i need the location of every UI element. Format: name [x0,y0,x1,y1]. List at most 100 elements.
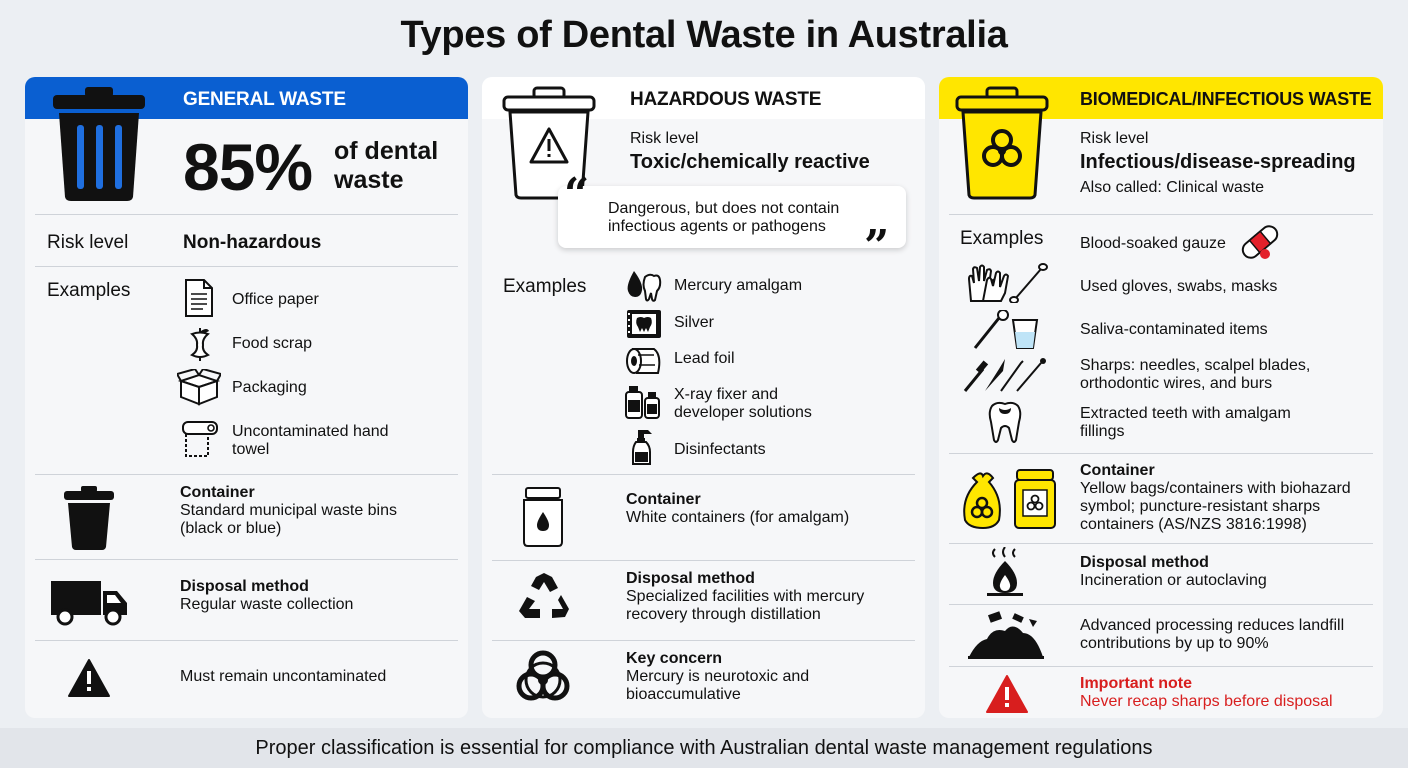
hazardous-example-4-line-1: X-ray fixer and [674,386,779,403]
trash-bin-icon [49,85,149,203]
important-note-value: Never recap sharps before disposal [1080,693,1333,710]
general-container: Container Standard municipal waste bins … [180,484,397,538]
hazardous-example-3: Lead foil [674,350,735,367]
xray-film-icon [626,309,662,339]
biohazard-icon [512,647,574,709]
general-percent: 85% [183,130,313,204]
gloves-swab-icon [965,263,1049,303]
general-container-label: Container [180,484,255,501]
biomedical-example-4-line-2: orthodontic wires, and burs [1080,375,1273,392]
truck-icon [49,577,129,627]
hazardous-disposal-line-2: recovery through distillation [626,606,821,623]
general-example-3: Packaging [232,379,307,396]
general-disposal: Disposal method Regular waste collection [180,578,353,614]
hazardous-risk-label: Risk level [630,130,699,147]
quote-line-2: infectious agents or pathogens [608,218,826,235]
biomedical-waste-panel: BIOMEDICAL/INFECTIOUS WASTE Risk level I… [939,77,1383,718]
fire-incineration-icon [985,547,1025,597]
general-waste-panel: GENERAL WASTE 85% of dental waste Risk l… [25,77,468,718]
hazardous-concern: Key concern Mercury is neurotoxic and bi… [626,650,809,704]
hazardous-waste-heading: HAZARDOUS WASTE [630,89,822,110]
page-title: Types of Dental Waste in Australia [400,14,1008,56]
landfill-line-2: contributions by up to 90% [1080,635,1269,652]
general-disposal-value: Regular waste collection [180,596,354,613]
biomedical-risk-label: Risk level [1080,130,1149,147]
close-quote-icon: ” [864,221,890,272]
box-icon [177,369,221,407]
hazardous-container-label: Container [626,491,701,508]
biomedical-container-label: Container [1080,462,1155,479]
warning-bin-icon [500,85,598,201]
general-container-line-2: (black or blue) [180,520,282,537]
apple-core-icon [187,326,213,362]
biomedical-container-line-2: symbol; puncture-resistant sharps [1080,498,1321,515]
quote-box [558,186,906,248]
hazardous-example-1: Mercury amalgam [674,277,803,294]
biomedical-example-3: Saliva-contaminated items [1080,321,1268,338]
biomedical-important-note: Important note Never recap sharps before… [1080,675,1333,711]
paper-towel-icon [180,419,220,459]
general-risk-value: Non-hazardous [183,232,322,253]
hazardous-disposal: Disposal method Specialized facilities w… [626,570,864,624]
general-example-4-line-1: Uncontaminated hand [232,423,389,440]
biomedical-example-5-line-2: fillings [1080,423,1125,440]
biomedical-risk-value: Infectious/disease-spreading [1080,151,1356,173]
biomedical-example-2: Used gloves, swabs, masks [1080,278,1278,295]
biomedical-example-4: Sharps: needles, scalpel blades, orthodo… [1080,357,1310,393]
general-percent-caption: of dental waste [334,137,438,195]
biomedical-examples-label: Examples [960,228,1044,249]
general-note: Must remain uncontaminated [180,668,387,685]
hazardous-example-5: Disinfectants [674,441,766,458]
biomedical-landfill: Advanced processing reduces landfill con… [1080,617,1344,653]
hazardous-example-2: Silver [674,314,715,331]
general-examples-label: Examples [47,280,131,301]
hazardous-disposal-label: Disposal method [626,570,755,587]
quote-line-1: Dangerous, but does not contain [608,200,840,217]
hazardous-examples-label: Examples [503,276,587,297]
mercury-tooth-icon [624,267,662,303]
warning-triangle-icon [67,658,111,698]
bandage-icon [1237,222,1283,262]
general-disposal-label: Disposal method [180,578,309,595]
hazardous-concern-label: Key concern [626,650,723,667]
chemical-bottles-icon [624,384,662,420]
biomedical-container-line-3: containers (AS/NZS 3816:1998) [1080,516,1307,533]
important-note-label: Important note [1080,675,1192,692]
general-example-2: Food scrap [232,335,313,352]
spray-bottle-icon [630,426,656,466]
general-container-line-1: Standard municipal waste bins [180,502,398,519]
biohazard-bin-icon [953,85,1051,201]
percent-caption-line-2: waste [334,166,404,194]
biomedical-container: Container Yellow bags/containers with bi… [1080,462,1351,534]
general-example-1: Office paper [232,291,319,308]
biomedical-example-5: Extracted teeth with amalgam fillings [1080,405,1291,441]
general-waste-heading: GENERAL WASTE [183,89,346,110]
amalgam-jar-icon [520,486,566,548]
landfill-icon [967,611,1045,659]
hazardous-container: Container White containers (for amalgam) [626,491,849,527]
yellow-bag-container-icon [959,468,1057,530]
open-quote-icon: “ [564,169,590,220]
red-warning-icon [985,674,1029,714]
foil-roll-icon [624,345,664,377]
biomedical-disposal: Disposal method Incineration or autoclav… [1080,554,1267,590]
general-risk-label: Risk level [47,232,129,253]
recycle-icon [514,571,574,627]
sharps-icon [961,355,1051,395]
mirror-cup-icon [971,310,1043,350]
bin-icon [63,485,115,551]
biomedical-example-4-line-1: Sharps: needles, scalpel blades, [1080,357,1311,374]
biomedical-also-called: Also called: Clinical waste [1080,179,1265,196]
footer-note: Proper classification is essential for c… [0,728,1408,768]
hazardous-disposal-line-1: Specialized facilities with mercury [626,588,865,605]
percent-caption-line-1: of dental [334,137,439,165]
hazardous-risk-value: Toxic/chemically reactive [630,151,870,173]
document-icon [183,278,215,318]
hazardous-example-4: X-ray fixer and developer solutions [674,386,812,422]
biomedical-example-1: Blood-soaked gauze [1080,235,1226,252]
biomedical-disposal-label: Disposal method [1080,554,1209,571]
biomedical-example-5-line-1: Extracted teeth with amalgam [1080,405,1291,422]
biomedical-waste-heading: BIOMEDICAL/INFECTIOUS WASTE [1080,89,1372,109]
hazardous-concern-line-1: Mercury is neurotoxic and [626,668,810,685]
hazardous-waste-panel: HAZARDOUS WASTE Risk level Toxic/chemica… [482,77,925,718]
